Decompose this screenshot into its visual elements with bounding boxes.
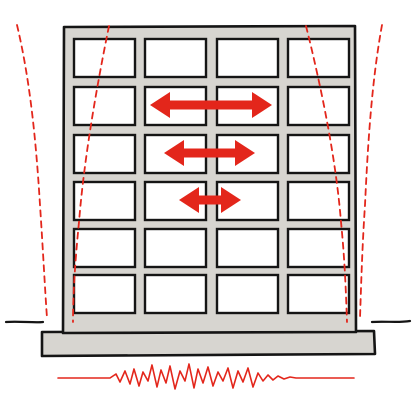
window-pane	[286, 85, 351, 127]
window-pane	[286, 227, 351, 269]
dashed-sway-curve-outer-right	[359, 24, 383, 319]
sway-lines	[16, 24, 383, 323]
window-pane	[72, 37, 137, 79]
window-pane	[286, 133, 351, 175]
dashed-sway-curve-inner-left	[72, 25, 110, 323]
window-pane	[286, 273, 351, 315]
foundation-slab	[40, 329, 377, 358]
window-pane	[143, 37, 208, 79]
dashed-sway-curve-inner-right	[305, 25, 348, 323]
window-pane	[215, 273, 280, 315]
double-arrow-icon	[150, 92, 272, 118]
building-frame	[61, 24, 358, 335]
lateral-force-arrows	[150, 92, 272, 213]
window-grid	[72, 37, 351, 315]
window-pane	[72, 273, 137, 315]
ground-line-right	[370, 319, 412, 324]
window-pane	[286, 37, 351, 79]
window-pane	[72, 227, 137, 269]
window-pane	[143, 227, 208, 269]
ground-line-left	[4, 320, 45, 324]
window-pane	[215, 37, 280, 79]
double-arrow-icon	[164, 140, 255, 166]
seismic-wave-icon	[57, 363, 355, 390]
window-pane	[72, 85, 137, 127]
ground-line	[4, 319, 412, 324]
window-pane	[143, 273, 208, 315]
window-pane	[215, 227, 280, 269]
window-pane	[72, 180, 137, 222]
double-arrow-icon	[179, 187, 241, 213]
dashed-sway-curve-outer-left	[16, 24, 48, 319]
window-pane	[72, 133, 137, 175]
